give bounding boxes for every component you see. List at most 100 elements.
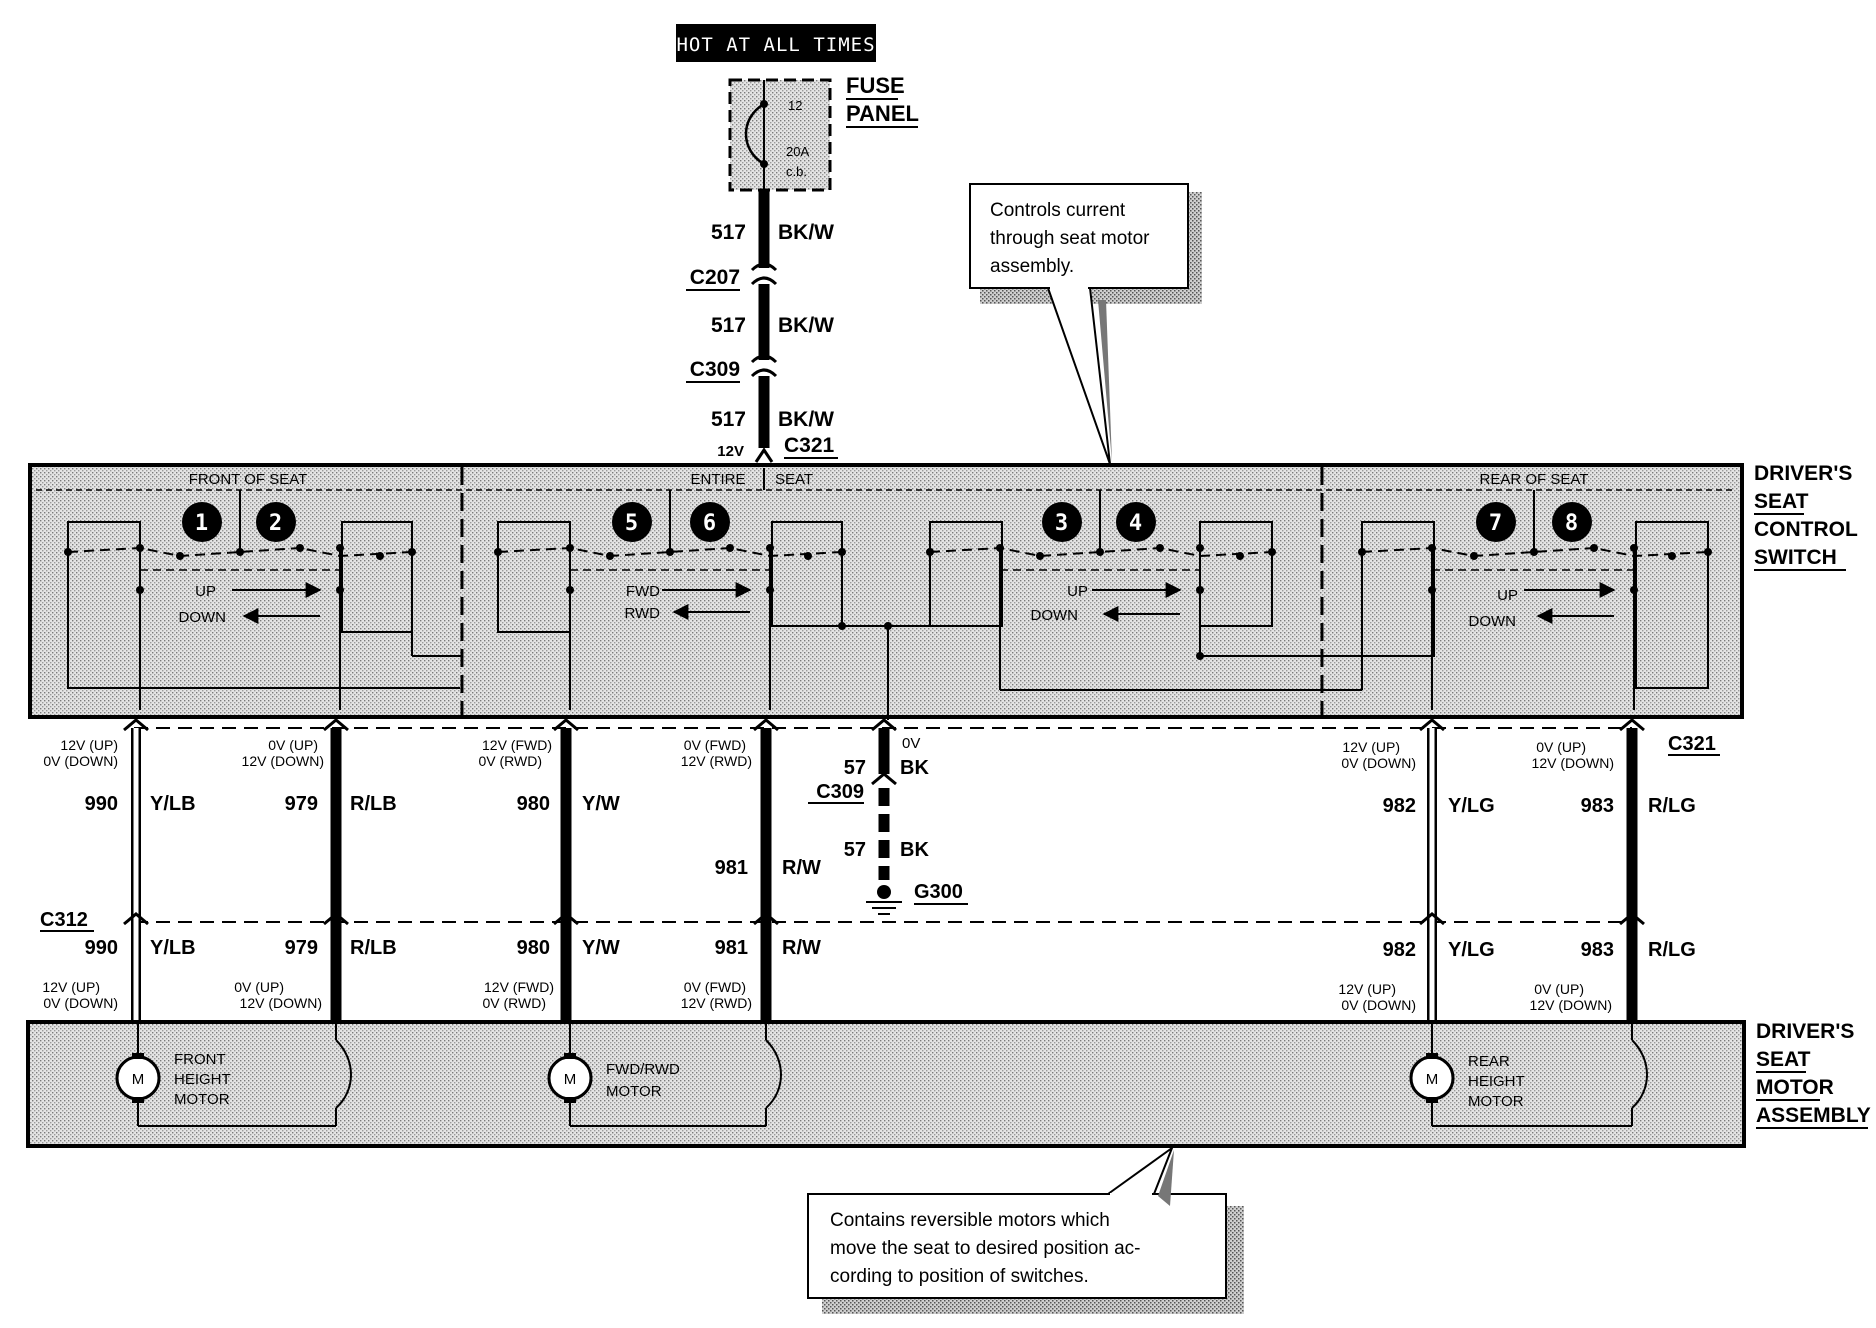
- seat-motor-assembly: M FRONT HEIGHT MOTOR M FWD/RWD MOTOR: [26, 1020, 1871, 1148]
- w990-color-top: Y/LB: [150, 793, 196, 815]
- w990-circuit-top: 990: [85, 793, 118, 815]
- control-note-line-2: through seat motor: [990, 228, 1150, 249]
- motor-title-4: ASSEMBLY: [1756, 1104, 1871, 1127]
- switch-title-3: CONTROL: [1754, 518, 1858, 541]
- w983-v2-top: 12V (DOWN): [1532, 755, 1614, 771]
- w981-circuit-top: 981: [715, 857, 748, 879]
- contact-1: 1: [195, 511, 209, 536]
- control-note-line-1: Controls current: [990, 200, 1126, 221]
- w982-color-top: Y/LG: [1448, 795, 1495, 817]
- switch-title-2: SEAT: [1754, 490, 1809, 513]
- w980-v2-top: 0V (RWD): [478, 753, 542, 769]
- w981-v2-top: 12V (RWD): [681, 753, 752, 769]
- w990-v1-top: 12V (UP): [60, 737, 118, 753]
- front-height-motor: M FRONT HEIGHT MOTOR: [115, 1022, 352, 1127]
- switch-title-1: DRIVER'S: [1754, 462, 1852, 485]
- contact-8: 8: [1565, 511, 1579, 536]
- contact-7: 7: [1489, 511, 1503, 536]
- contact-3: 3: [1055, 511, 1069, 536]
- feed-circuit-1: 517: [711, 221, 746, 244]
- feed-circuit-3: 517: [711, 408, 746, 431]
- label-up-mid: UP: [1067, 583, 1088, 600]
- connector-c321-feed: C321: [784, 434, 835, 457]
- label-fwd: FWD: [626, 583, 660, 600]
- w979-v2-top: 12V (DOWN): [242, 753, 324, 769]
- w981-v1-top: 0V (FWD): [684, 737, 746, 753]
- fuse-rating: 20A: [786, 144, 809, 159]
- w980-v1-bot: 12V (FWD): [484, 979, 554, 995]
- wire-labels-top: 12V (UP) 0V (DOWN) 990 Y/LB 0V (UP) 12V …: [43, 737, 1695, 879]
- rear-motor-name-3: MOTOR: [1468, 1093, 1524, 1110]
- rear-motor-name-2: HEIGHT: [1468, 1073, 1525, 1090]
- w979-color-bot: R/LB: [350, 937, 397, 959]
- w979-circuit-bot: 979: [285, 937, 318, 959]
- connector-c207: C207: [690, 266, 740, 289]
- w983-color-bot: R/LG: [1648, 939, 1696, 961]
- w980-color-top: Y/W: [582, 793, 620, 815]
- hot-label: HOT AT ALL TIMES: [676, 34, 875, 56]
- w979-v1-bot: 0V (UP): [234, 979, 284, 995]
- switch-fwd-rwd: FWD RWD: [494, 521, 930, 720]
- motor-note-line-2: move the seat to desired position ac-: [830, 1238, 1141, 1259]
- ground-circuit-1: 57: [844, 757, 866, 779]
- w983-circuit-bot: 983: [1581, 939, 1614, 961]
- contact-5: 5: [625, 511, 639, 536]
- fwd-motor-symbol: M: [564, 1071, 577, 1088]
- w990-color-bot: Y/LB: [150, 937, 196, 959]
- w990-circuit-bot: 990: [85, 937, 118, 959]
- fwd-rwd-motor: M FWD/RWD MOTOR: [547, 1022, 782, 1127]
- section-front-of-seat: FRONT OF SEAT: [189, 471, 308, 488]
- w979-v1-top: 0V (UP): [268, 737, 318, 753]
- fuse-number: 12: [788, 98, 802, 113]
- w982-v2-top: 0V (DOWN): [1341, 755, 1416, 771]
- switch-front-height: UP DOWN: [64, 521, 462, 710]
- label-up-front: UP: [195, 583, 216, 600]
- w980-circuit-top: 980: [517, 793, 550, 815]
- w982-color-bot: Y/LG: [1448, 939, 1495, 961]
- ground-g300: G300: [914, 881, 963, 903]
- w980-color-bot: Y/W: [582, 937, 620, 959]
- w983-circuit-top: 983: [1581, 795, 1614, 817]
- contact-6: 6: [703, 511, 717, 536]
- w979-circuit-top: 979: [285, 793, 318, 815]
- motor-note-line-1: Contains reversible motors which: [830, 1210, 1110, 1231]
- w981-color-top: R/W: [782, 857, 821, 879]
- rear-motor-name-1: REAR: [1468, 1053, 1510, 1070]
- front-motor-name-3: MOTOR: [174, 1091, 230, 1108]
- w983-color-top: R/LG: [1648, 795, 1696, 817]
- fwd-motor-name-1: FWD/RWD: [606, 1061, 680, 1078]
- fwd-motor-name-2: MOTOR: [606, 1083, 662, 1100]
- connector-c312: C312: [40, 909, 88, 931]
- fuse-panel-title-2: PANEL: [846, 101, 919, 126]
- label-up-rear: UP: [1497, 587, 1518, 604]
- section-rear-of-seat: REAR OF SEAT: [1480, 471, 1589, 488]
- connector-c321: C321: [1668, 733, 1716, 755]
- w979-v2-bot: 12V (DOWN): [240, 995, 322, 1011]
- contact-4: 4: [1129, 511, 1143, 536]
- w990-v1-bot: 12V (UP): [42, 979, 100, 995]
- w982-v1-bot: 12V (UP): [1338, 981, 1396, 997]
- contact-badges: 1 2 5 6 3 4 7 8: [182, 502, 1592, 542]
- connector-c309: C309: [816, 781, 864, 803]
- ground-color-2: BK: [900, 839, 929, 861]
- motor-title-2: SEAT: [1756, 1048, 1811, 1071]
- switch-title-4: SWITCH: [1754, 546, 1837, 569]
- control-note-callout: Controls current through seat motor asse…: [969, 183, 1202, 465]
- w990-v2-top: 0V (DOWN): [43, 753, 118, 769]
- w981-color-bot: R/W: [782, 937, 821, 959]
- w983-v1-top: 0V (UP): [1536, 739, 1586, 755]
- w982-circuit-bot: 982: [1383, 939, 1416, 961]
- ground-circuit-2: 57: [844, 839, 866, 861]
- control-note-line-3: assembly.: [990, 256, 1074, 277]
- rear-motor-symbol: M: [1426, 1071, 1439, 1088]
- section-seat: SEAT: [775, 471, 813, 488]
- seat-control-switch: FRONT OF SEAT ENTIRE SEAT REAR OF SEAT: [28, 462, 1858, 720]
- motor-title-3: MOTOR: [1756, 1076, 1834, 1099]
- label-down-mid: DOWN: [1031, 607, 1079, 624]
- w980-circuit-bot: 980: [517, 937, 550, 959]
- wire-labels-bottom: 990 Y/LB 12V (UP) 0V (DOWN) 979 R/LB 0V …: [42, 937, 1695, 1013]
- feed-color-3: BK/W: [778, 408, 834, 431]
- fuse-panel: 12 20A c.b. FUSE PANEL: [728, 73, 919, 192]
- switch-rear-height: UP DOWN: [926, 521, 1362, 691]
